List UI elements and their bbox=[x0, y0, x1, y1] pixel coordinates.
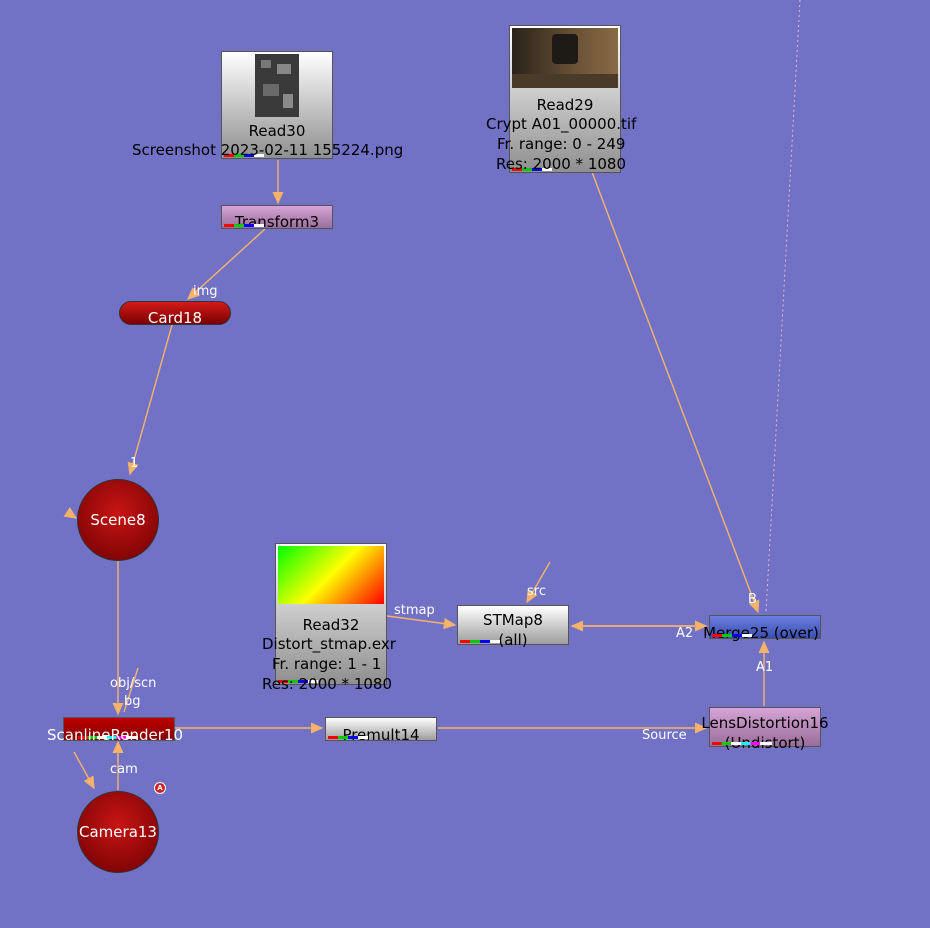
scanline10-title: ScanlineRender10 bbox=[47, 726, 184, 744]
card18-title: Card18 bbox=[147, 309, 203, 327]
stmap8-stmap-input: stmap bbox=[394, 603, 435, 618]
edge-transform3-card18 bbox=[186, 228, 266, 300]
camera13-title: Camera13 bbox=[79, 823, 157, 841]
node-premult14[interactable]: Premult14 bbox=[325, 717, 437, 744]
stmap8-subtitle: (all) bbox=[498, 631, 528, 649]
edge-read29-merge25 bbox=[591, 171, 760, 614]
transform3-title: Transform3 bbox=[234, 213, 320, 231]
edge-card18-scene8 bbox=[127, 324, 173, 476]
scanline10-objscn-input: obj/scn bbox=[110, 676, 157, 691]
node-scene8[interactable]: Scene8 bbox=[77, 479, 159, 561]
merge25-title: Merge25 (over) bbox=[703, 624, 819, 642]
stmap8-channels bbox=[460, 640, 500, 643]
premult14-title: Premult14 bbox=[342, 726, 420, 744]
edge-cam-input bbox=[73, 751, 95, 790]
merge25-b-input: B bbox=[748, 592, 757, 607]
lensdist16-channels bbox=[712, 742, 772, 745]
read29-resolution: Res: 2000 * 1080 bbox=[496, 155, 626, 173]
edge-read32-stmap8 bbox=[386, 615, 457, 630]
read30-title: Read30 bbox=[248, 122, 306, 140]
lensdist16-source-input: Source bbox=[642, 728, 687, 743]
node-camera13[interactable]: Camera13 bbox=[77, 791, 159, 873]
scanline10-channels bbox=[78, 736, 138, 739]
scanline10-bg-input: bg bbox=[124, 694, 141, 709]
node-stmap8[interactable]: STMap8 (all) bbox=[457, 605, 569, 649]
edge-bg-input bbox=[123, 667, 139, 713]
read29-channels bbox=[512, 168, 552, 171]
node-card18[interactable]: Card18 bbox=[119, 301, 231, 327]
edge-src-input bbox=[526, 561, 551, 604]
read29-filename: Crypt A01_00000.tif bbox=[486, 115, 637, 133]
transform3-channels bbox=[224, 224, 264, 227]
merge25-a2-input: A2 bbox=[676, 626, 694, 641]
camera13-animated-badge: A bbox=[154, 782, 166, 794]
read32-frame-range: Fr. range: 1 - 1 bbox=[272, 655, 382, 673]
read32-filename: Distort_stmap.exr bbox=[262, 635, 396, 653]
scene8-input-1: 1 bbox=[130, 456, 139, 471]
node-read30[interactable]: Read30 bbox=[221, 51, 333, 159]
read30-channels bbox=[224, 154, 264, 157]
lensdist16-title: LensDistortion16 bbox=[701, 714, 829, 732]
read29-thumbnail bbox=[512, 28, 618, 88]
node-transform3[interactable]: Transform3 bbox=[221, 205, 333, 231]
read30-filename: Screenshot 2023-02-11 155224.png bbox=[132, 141, 404, 159]
merge25-a1-input: A1 bbox=[756, 660, 774, 675]
read32-channels bbox=[278, 680, 318, 683]
node-lensdistortion16[interactable]: LensDistortion16 (Undistort) bbox=[701, 707, 829, 752]
scene8-title: Scene8 bbox=[90, 511, 146, 529]
node-read29[interactable]: Read29 bbox=[509, 25, 621, 173]
read29-title: Read29 bbox=[536, 96, 594, 114]
stmap8-src-input: src bbox=[527, 584, 546, 599]
read32-resolution: Res: 2000 * 1080 bbox=[262, 675, 392, 693]
edge-scene8-left-input bbox=[63, 507, 78, 519]
read32-thumbnail bbox=[278, 546, 384, 604]
node-scanlinerender10[interactable] bbox=[63, 717, 175, 741]
read30-thumbnail bbox=[255, 54, 299, 117]
card18-img-input: img bbox=[193, 284, 218, 299]
premult14-channels bbox=[328, 736, 368, 739]
viewer-link-dotted bbox=[765, 0, 801, 613]
node-merge25[interactable]: Merge25 (over) bbox=[703, 615, 821, 642]
scanline10-cam-input: cam bbox=[110, 762, 138, 777]
stmap8-title: STMap8 bbox=[483, 611, 543, 629]
merge25-channels bbox=[712, 634, 752, 637]
node-read32[interactable]: Read32 bbox=[275, 543, 387, 685]
read29-frame-range: Fr. range: 0 - 249 bbox=[497, 135, 626, 153]
read32-title: Read32 bbox=[302, 616, 360, 634]
